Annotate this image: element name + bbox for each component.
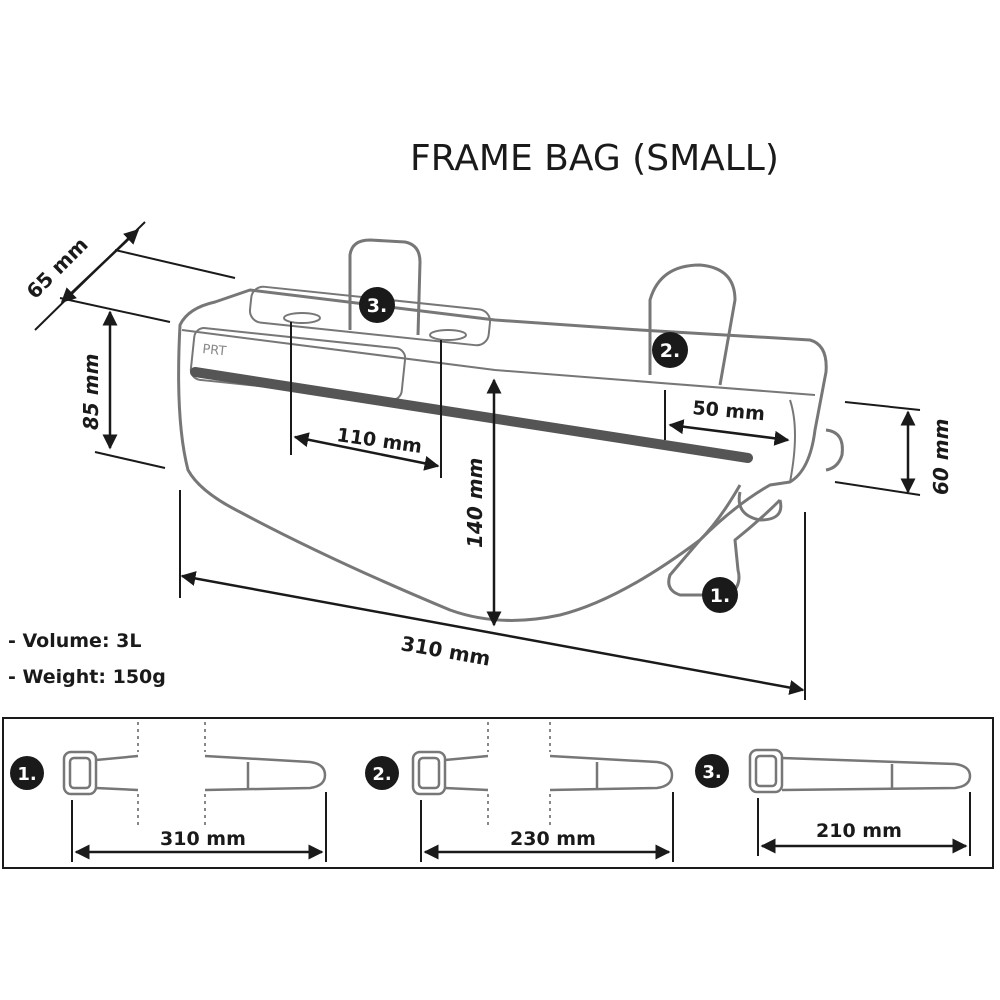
page-title: FRAME BAG (SMALL) bbox=[410, 138, 779, 179]
frame-bag bbox=[177, 238, 844, 622]
strap2-length-label: 230 mm bbox=[510, 828, 596, 850]
brand-mark: PRT bbox=[202, 342, 227, 359]
svg-text:3.: 3. bbox=[702, 762, 721, 783]
badge-strap3: 3. bbox=[359, 287, 395, 323]
plate-slot-left bbox=[283, 312, 321, 324]
strap3-length-label: 210 mm bbox=[816, 820, 902, 842]
svg-text:3.: 3. bbox=[367, 295, 387, 317]
strap-2: 2. 230 mm bbox=[365, 722, 674, 862]
strap3-spacing-arrow bbox=[293, 432, 440, 471]
plate-slot-right bbox=[429, 329, 467, 341]
strap2-loop bbox=[648, 263, 737, 386]
spec-volume: - Volume: 3L bbox=[8, 630, 142, 652]
rear-height-label: 60 mm bbox=[929, 419, 953, 495]
depth-label: 65 mm bbox=[22, 232, 93, 303]
badge-strap1: 1. bbox=[702, 577, 738, 613]
bag-top-edge bbox=[181, 329, 816, 396]
spec-weight: - Weight: 150g bbox=[8, 666, 166, 688]
straps-panel bbox=[2, 717, 994, 869]
strap-1: 1. 310 mm bbox=[10, 722, 327, 862]
front-height-label: 85 mm bbox=[79, 354, 103, 430]
rear-hook bbox=[825, 428, 844, 472]
strap3-loop bbox=[348, 238, 422, 336]
max-height-label: 140 mm bbox=[463, 458, 487, 548]
svg-text:2.: 2. bbox=[660, 340, 680, 362]
length-arrow bbox=[180, 571, 805, 695]
depth-arrow bbox=[60, 228, 140, 304]
badge-strap2: 2. bbox=[652, 332, 688, 368]
bag-end-panel bbox=[789, 399, 796, 483]
strap2-width-arrow bbox=[668, 419, 790, 446]
zipper-line bbox=[190, 367, 753, 463]
strap2-width-label: 50 mm bbox=[692, 397, 766, 425]
strap-d-ring bbox=[737, 491, 783, 522]
svg-text:1.: 1. bbox=[17, 764, 36, 785]
length-label: 310 mm bbox=[399, 631, 492, 670]
svg-text:1.: 1. bbox=[710, 585, 730, 607]
strap-3: 3. 210 mm bbox=[695, 748, 972, 856]
strap1-length-label: 310 mm bbox=[160, 828, 246, 850]
dimension-lines bbox=[34, 221, 921, 700]
svg-text:2.: 2. bbox=[372, 764, 391, 785]
